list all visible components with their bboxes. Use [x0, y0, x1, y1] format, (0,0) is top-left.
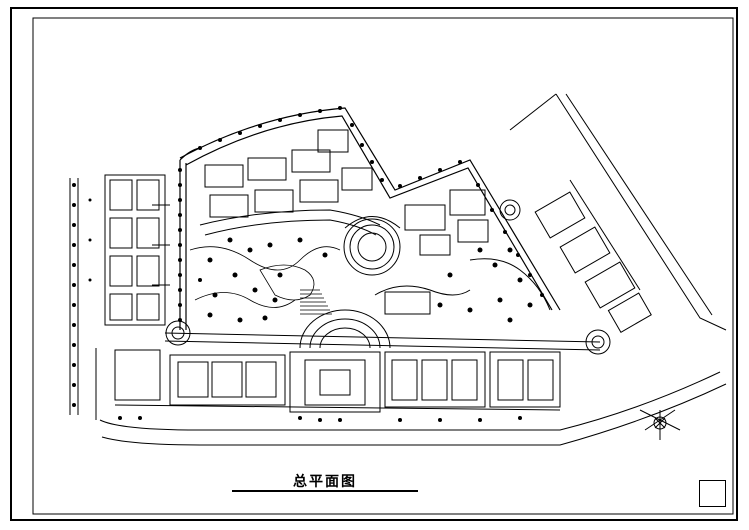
central-fountain [343, 216, 401, 276]
far-east-buildings [534, 179, 652, 333]
south-plaza [299, 309, 391, 349]
title-underline [232, 490, 418, 492]
south-commercial-row [114, 349, 561, 413]
west-residential-blocks [104, 174, 170, 326]
north-landscape-trees [198, 237, 328, 323]
sheet-border-inner [32, 17, 734, 515]
central-stairs [300, 289, 332, 315]
drawing-title: 总平面图 [293, 474, 357, 490]
boundary-trees [178, 106, 544, 322]
east-housing-cluster [374, 189, 551, 315]
north-housing-cluster [199, 129, 381, 236]
sheet-border-outer [10, 7, 738, 521]
west-road-trees [72, 183, 92, 407]
south-trees [118, 416, 522, 422]
roundabouts [165, 199, 611, 355]
title-block-box [699, 480, 726, 507]
east-landscape-trees [437, 247, 533, 323]
north-arrow-icon [639, 409, 681, 440]
north-park-paths [189, 246, 341, 308]
site-roads [69, 93, 727, 446]
